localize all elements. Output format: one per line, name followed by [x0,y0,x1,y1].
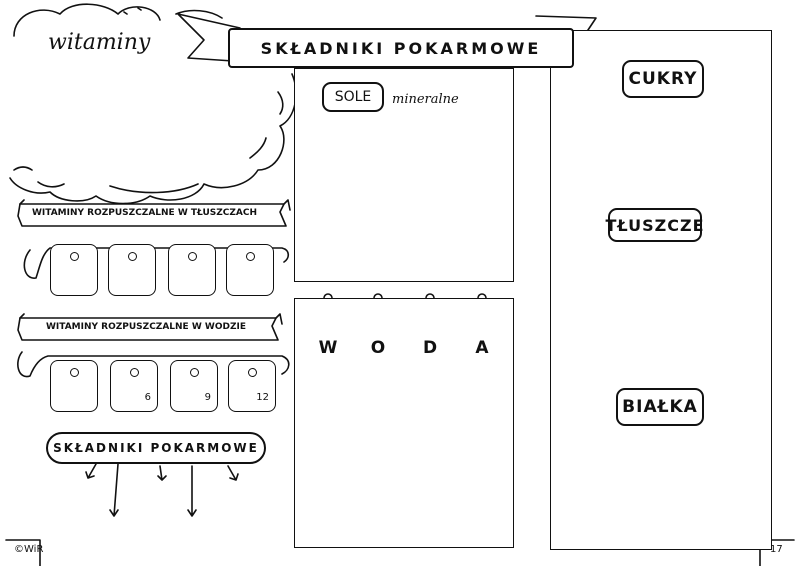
water-letter-w: W [318,338,338,358]
water-string [17,351,290,378]
water-vitamin-card: 12 [228,360,276,412]
vitamins-title: witaminy [48,30,151,55]
water-letter-a: A [475,338,489,358]
minerals-tag: SOLE [322,82,384,112]
water-soluble-label: WITAMINY ROZPUSZCZALNE W WODZIE [46,322,246,332]
water-letter-o: O [370,338,386,358]
proteins-tag: BIAŁKA [616,388,704,426]
arrow [157,465,167,481]
fat-soluble-label: WITAMINY ROZPUSZCZALNE W TŁUSZCZACH [32,208,258,218]
page-title: SKŁADNIKI POKARMOWE [260,38,542,58]
arrow [109,463,119,517]
fat-string [23,247,290,279]
water-vitamin-card [50,360,98,412]
water-box [294,298,514,548]
cloud-inner-stroke [13,166,33,171]
arrow [227,465,239,481]
nutrients-bubble: SKŁADNIKI POKARMOWE [46,432,266,464]
arrow [187,465,197,517]
fats-tag: TŁUSZCZE [606,208,704,242]
fat-ribbon-ends [19,199,291,211]
right-panel [550,30,772,550]
cloud-outline [9,3,297,205]
nutrients-bubble-label: SKŁADNIKI POKARMOWE [53,441,259,455]
cloud-inner-stroke [37,181,65,188]
page-number: 17 [770,544,783,555]
page-corner [5,539,41,566]
water-ribbon-ends [19,313,283,325]
cloud-inner-stroke [249,137,267,159]
water-letter-d: D [422,338,438,358]
fat-vitamin-card [108,244,156,296]
fat-vitamin-card [168,244,216,296]
fat-vitamin-card [50,244,98,296]
fat-vitamin-card [226,244,274,296]
arrow [85,463,97,479]
copyright: ©WiR [14,544,44,555]
cloud-dot [123,7,142,15]
water-vitamin-card: 6 [110,360,158,412]
sugars-tag: CUKRY [622,60,704,98]
header-ribbon: SKŁADNIKI POKARMOWE [228,28,574,68]
cloud-inner-stroke [277,91,284,115]
cloud-inner-stroke [109,183,199,194]
water-vitamin-card: 9 [170,360,218,412]
minerals-suffix: mineralne [392,92,459,107]
